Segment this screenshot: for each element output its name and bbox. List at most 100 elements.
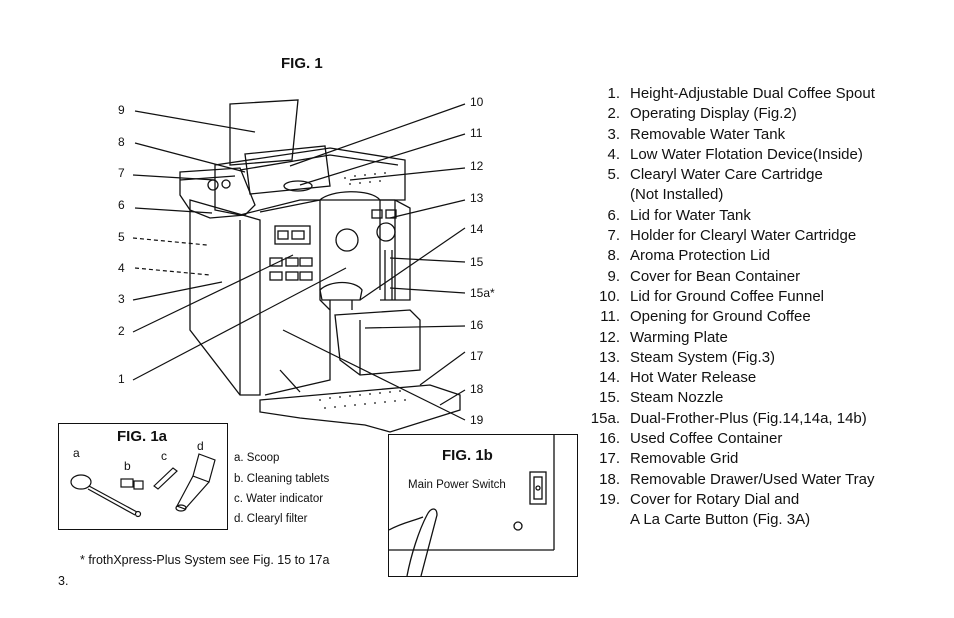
part-description: A La Carte Button (Fig. 3A)	[630, 511, 811, 529]
part-number: 4.	[607, 145, 620, 163]
parts-list-item: 14. Hot Water Release	[590, 368, 950, 388]
part-description: Height-Adjustable Dual Coffee Spout	[630, 85, 875, 102]
parts-list-item: 19. Cover for Rotary Dial and	[590, 490, 950, 510]
callout-1: 1	[118, 372, 125, 386]
part-number: 3.	[607, 125, 620, 143]
part-number: 18.	[599, 470, 620, 488]
parts-list-item: 15a. Dual-Frother-Plus (Fig.14,14a, 14b)	[590, 409, 950, 429]
part-number: 15.	[599, 389, 620, 407]
parts-list-item: 1. Height-Adjustable Dual Coffee Spout	[590, 84, 950, 104]
part-number: 7.	[607, 227, 620, 245]
parts-list-item: 11. Opening for Ground Coffee	[590, 307, 950, 327]
fig1a-legend-d: d. Clearyl filter	[234, 513, 308, 525]
footnote: * frothXpress-Plus System see Fig. 15 to…	[80, 553, 330, 567]
parts-list-item: 12. Warming Plate	[590, 328, 950, 348]
part-number: 19.	[599, 490, 620, 508]
parts-list-item: 7. Holder for Clearyl Water Cartridge	[590, 226, 950, 246]
power-switch-illustration	[389, 435, 555, 576]
callout-19: 19	[470, 413, 484, 427]
part-description: Cover for Rotary Dial and	[630, 490, 800, 508]
part-description: Lid for Ground Coffee Funnel	[630, 287, 825, 305]
part-description: Clearyl Water Care Cartridge	[630, 166, 823, 184]
callout-15: 15	[470, 255, 484, 269]
part-description: Operating Display (Fig.2)	[630, 105, 797, 123]
part-description: Dual-Frother-Plus (Fig.14,14a, 14b)	[630, 409, 867, 427]
callout-12: 12	[470, 159, 484, 173]
parts-list-item: 3. Removable Water Tank	[590, 125, 950, 145]
callout-5: 5	[118, 230, 125, 244]
parts-list-item: 13. Steam System (Fig.3)	[590, 348, 950, 368]
part-number: 11.	[600, 308, 620, 326]
callout-7: 7	[118, 166, 125, 180]
part-number: 6.	[607, 206, 620, 224]
callout-10: 10	[470, 95, 484, 109]
part-description: Warming Plate	[630, 328, 728, 346]
callout-2: 2	[118, 324, 125, 338]
parts-list-item: A La Carte Button (Fig. 3A)	[590, 510, 950, 530]
callout-3: 3	[118, 292, 125, 306]
part-number: 12.	[599, 328, 620, 346]
parts-list-item: 17.Removable Grid	[590, 449, 950, 469]
part-number: 14.	[599, 369, 620, 387]
callout-13: 13	[470, 191, 484, 205]
parts-list-item: 16. Used Coffee Container	[590, 429, 950, 449]
fig1a-letter-a: a	[73, 446, 80, 460]
part-number: 16.	[599, 430, 620, 448]
part-number	[590, 510, 620, 530]
main-power-switch-label: Main Power Switch	[408, 479, 506, 491]
part-number: 13.	[599, 348, 620, 366]
fig1a-letter-b: b	[124, 459, 131, 473]
parts-list-item: 8. Aroma Protection Lid	[590, 246, 950, 266]
accessories-illustration	[70, 453, 216, 518]
fig1b-title: FIG. 1b	[442, 447, 493, 464]
part-description: Low Water Flotation Device(Inside)	[630, 145, 863, 163]
part-description: Cover for Bean Container	[630, 267, 801, 285]
part-number: 15a.	[590, 409, 620, 427]
fig1a-legend-b: b. Cleaning tablets	[234, 473, 330, 485]
part-description: Lid for Water Tank	[630, 206, 751, 224]
callout-14: 14	[470, 222, 484, 236]
fig1a-letter-d: d	[197, 439, 204, 453]
parts-list-item: 9.Cover for Bean Container	[590, 267, 950, 287]
part-description: Removable Grid	[630, 450, 739, 468]
part-number: 5.	[607, 166, 620, 184]
part-number	[590, 185, 620, 205]
part-number: 1.	[607, 85, 620, 102]
fig1a-legend-c: c. Water indicator	[234, 493, 324, 505]
part-description: Holder for Clearyl Water Cartridge	[630, 227, 857, 245]
part-description: Steam Nozzle	[630, 389, 724, 407]
parts-list-item: (Not Installed)	[590, 185, 950, 205]
fig1a-box: FIG. 1a a b c d	[58, 423, 228, 530]
callout-11: 11	[470, 126, 483, 140]
fig1a-letter-c: c	[161, 449, 167, 463]
part-number: 2.	[607, 105, 620, 123]
parts-list-item: 4. Low Water Flotation Device(Inside)	[590, 145, 950, 165]
part-description: Used Coffee Container	[630, 430, 783, 448]
part-description: Steam System (Fig.3)	[630, 348, 776, 366]
fig1b-box: FIG. 1b Main Power Switch	[388, 434, 578, 577]
callout-17: 17	[470, 349, 484, 363]
callout-8: 8	[118, 135, 125, 149]
part-description: Removable Water Tank	[630, 125, 786, 143]
fig1a-title: FIG. 1a	[117, 428, 168, 445]
part-number: 10.	[599, 287, 620, 305]
part-description: Aroma Protection Lid	[630, 247, 771, 265]
callout-16: 16	[470, 318, 484, 332]
part-description: (Not Installed)	[630, 186, 724, 204]
callout-4: 4	[118, 261, 125, 275]
parts-list: 1. Height-Adjustable Dual Coffee Spout 2. O…	[590, 84, 950, 531]
parts-list-item: 5. Clearyl Water Care Cartridge	[590, 165, 950, 185]
parts-list-item: 2. Operating Display (Fig.2)	[590, 104, 950, 124]
part-description: Opening for Ground Coffee	[630, 308, 811, 326]
part-number: 8.	[607, 247, 620, 265]
part-description: Hot Water Release	[630, 369, 757, 387]
page-number: 3.	[58, 574, 69, 588]
callout-18: 18	[470, 382, 484, 396]
callout-15a: 15a*	[470, 286, 495, 300]
parts-list-item: 18. Removable Drawer/Used Water Tray	[590, 470, 950, 490]
parts-list-item: 15. Steam Nozzle	[590, 388, 950, 408]
parts-list-item: 10. Lid for Ground Coffee Funnel	[590, 287, 950, 307]
parts-list-item: 6. Lid for Water Tank	[590, 206, 950, 226]
part-description: Removable Drawer/Used Water Tray	[630, 470, 875, 488]
